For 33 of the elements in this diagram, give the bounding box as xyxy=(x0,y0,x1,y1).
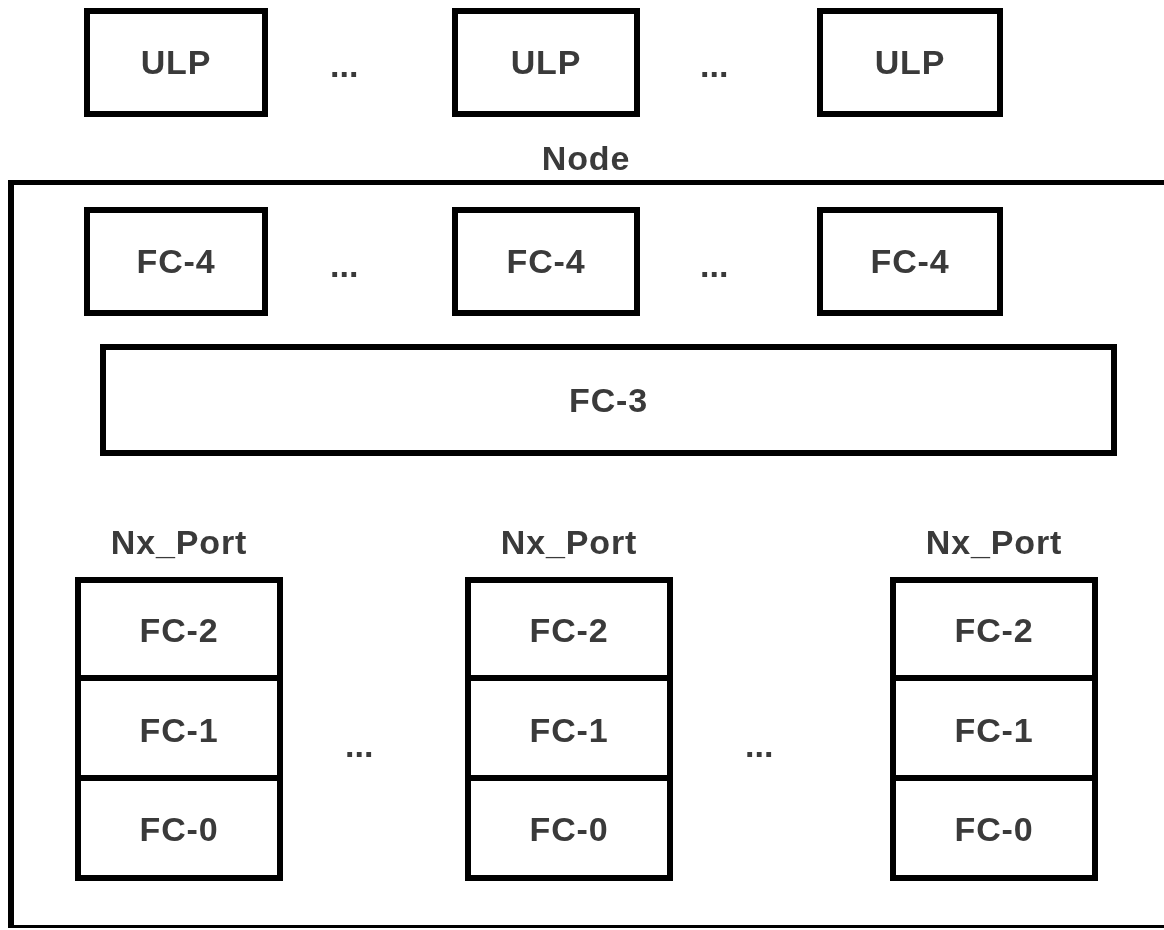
ellipsis: ... xyxy=(700,45,729,86)
ellipsis: ... xyxy=(345,725,374,766)
layer-box xyxy=(452,8,640,117)
layer-label: FC-0 xyxy=(139,808,219,850)
layer-box xyxy=(84,207,268,316)
layer-label: FC-4 xyxy=(506,241,586,282)
layer-box xyxy=(817,8,1003,117)
layer-label: FC-2 xyxy=(139,609,219,651)
heading-label: Node xyxy=(541,138,631,179)
heading-label: Nx_Port xyxy=(925,522,1063,563)
layer-label: FC-3 xyxy=(569,379,648,421)
layer-label: FC-1 xyxy=(139,709,219,751)
layer-label: ULP xyxy=(874,42,946,83)
layer-label: FC-2 xyxy=(954,609,1034,651)
heading-label: Nx_Port xyxy=(500,522,638,563)
layer-label: FC-0 xyxy=(529,808,609,850)
layer-label: FC-0 xyxy=(954,808,1034,850)
layer-label: FC-4 xyxy=(870,241,950,282)
layer-label: FC-4 xyxy=(136,241,216,282)
layer-label: ULP xyxy=(140,42,212,83)
layer-label: FC-2 xyxy=(529,609,609,651)
heading-label: Nx_Port xyxy=(110,522,248,563)
layer-box xyxy=(452,207,640,316)
layer-box xyxy=(100,344,1117,456)
layer-label: FC-1 xyxy=(954,709,1034,751)
layer-label: FC-1 xyxy=(529,709,609,751)
layer-box xyxy=(84,8,268,117)
ellipsis: ... xyxy=(745,725,774,766)
ellipsis: ... xyxy=(330,45,359,86)
ellipsis: ... xyxy=(330,245,359,286)
layer-label: ULP xyxy=(510,42,582,83)
ellipsis: ... xyxy=(700,245,729,286)
layer-box xyxy=(817,207,1003,316)
